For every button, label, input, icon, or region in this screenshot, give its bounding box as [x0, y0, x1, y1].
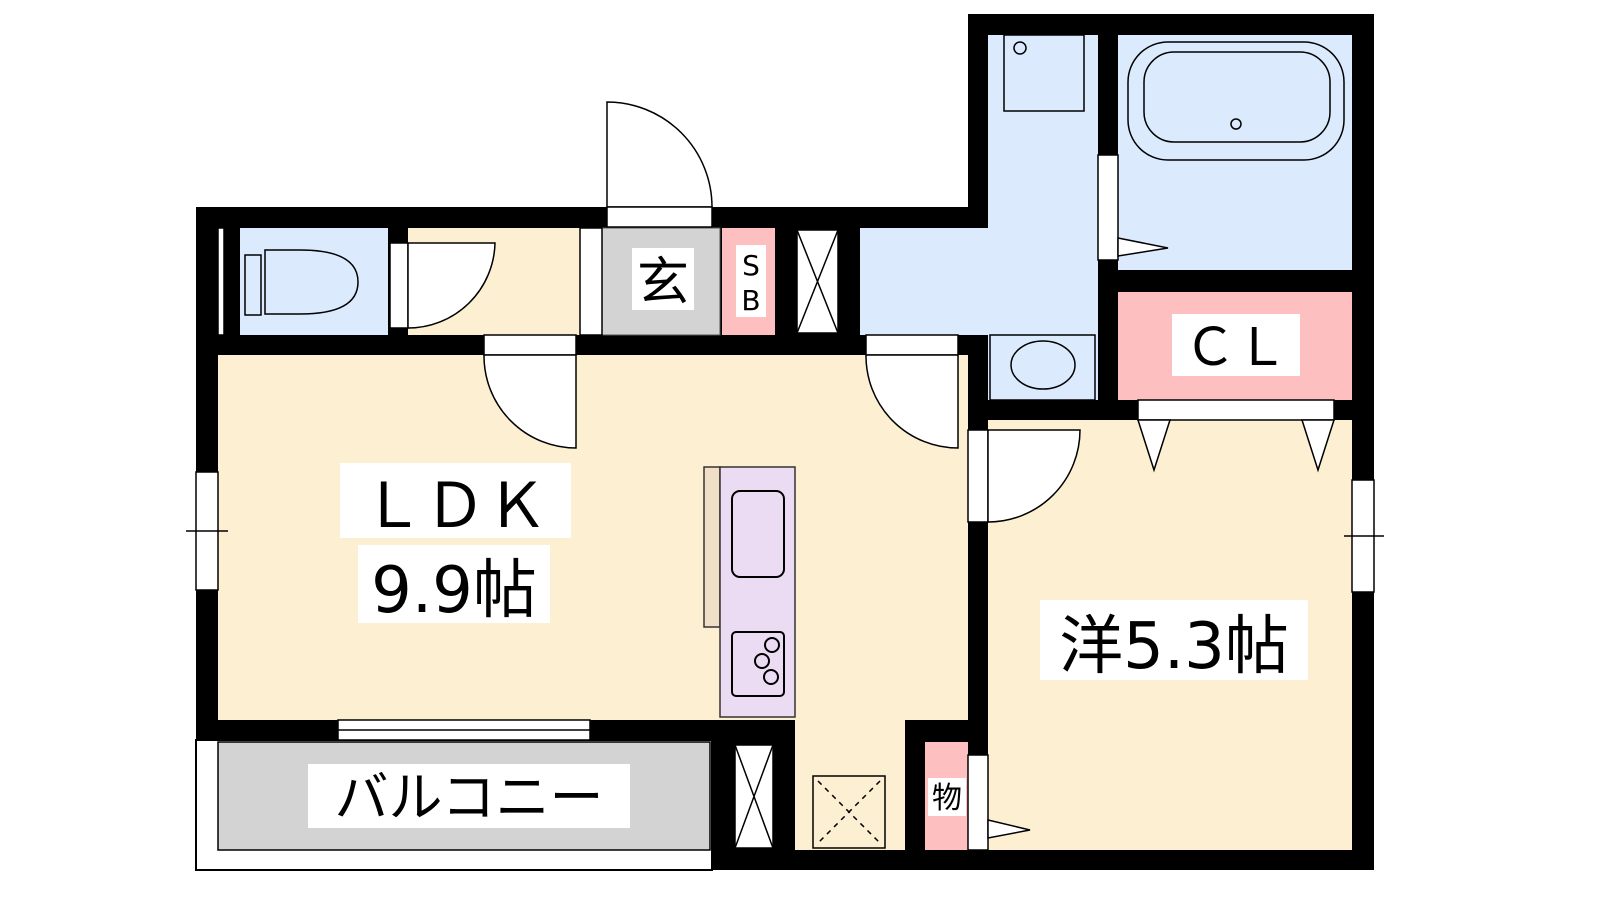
pipe-space [812, 775, 886, 849]
closet-cross-icon [796, 229, 839, 334]
doors[interactable] [217, 101, 1336, 851]
toilet-room [240, 228, 388, 335]
shoe-box-label-s: S [742, 249, 760, 282]
pipe-space-cross-icon [817, 780, 881, 844]
windows [186, 471, 1384, 741]
washroom [988, 35, 1098, 400]
bathroom [1118, 35, 1352, 270]
ldk-size-label: 9.9帖 [371, 554, 537, 628]
shoe-box-label-b: B [741, 284, 760, 317]
stove-icon [731, 631, 785, 697]
genkan-label: 玄 [637, 253, 689, 313]
washbasin-icon [989, 34, 1096, 401]
ldk-room [218, 355, 968, 720]
western-room-label: 洋5.3帖 [1059, 610, 1289, 684]
storage-label: 物 [932, 781, 962, 816]
toilet-icon [244, 249, 359, 316]
bathtub-icon [1127, 41, 1345, 161]
shoe-closet-cross-icon [734, 744, 774, 849]
ldk-label: ＬＤＫ [362, 469, 548, 542]
sink-icon [731, 490, 785, 578]
kitchen-counter [703, 466, 796, 718]
balcony-label: バルコニー [335, 766, 604, 829]
closet-label: ＣＬ [1184, 318, 1288, 378]
